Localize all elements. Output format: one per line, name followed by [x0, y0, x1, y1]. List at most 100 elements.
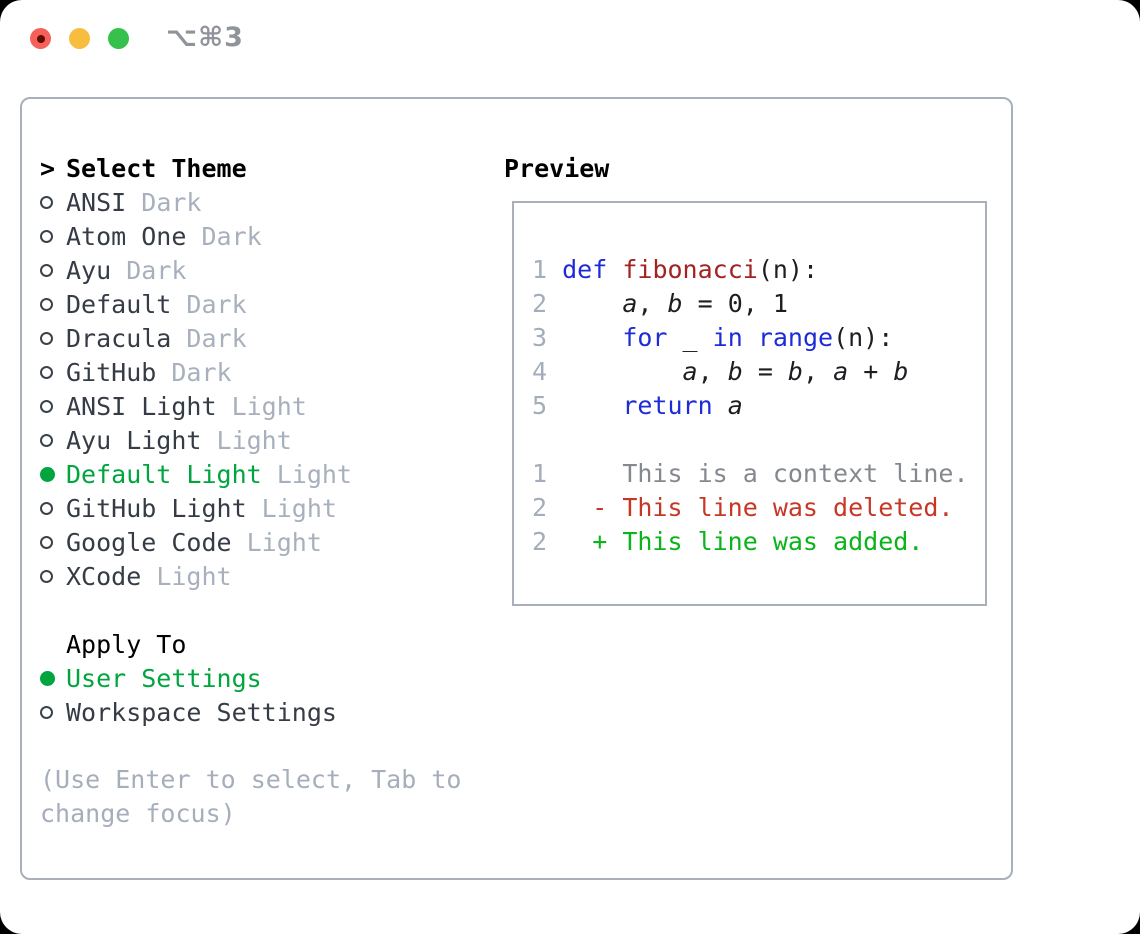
code-token-pl [607, 255, 622, 284]
hint-line-1: (Use Enter to select, Tab to [40, 765, 462, 794]
theme-item-ansi-light[interactable]: ANSI Light Light [40, 389, 461, 423]
maximize-button[interactable] [108, 28, 129, 49]
radio-icon [40, 433, 53, 447]
code-token-del: - This line was deleted. [547, 493, 954, 522]
title-bar: ⌥⌘3 [0, 0, 1140, 78]
code-line: 1 def fibonacci(n): [532, 253, 985, 287]
code-token-kw: def [562, 255, 608, 284]
apply-to-header-row: Apply To [40, 627, 461, 661]
line-number: 2 [532, 527, 548, 556]
code-line: 3 for _ in range(n): [532, 321, 985, 355]
theme-item-github-light[interactable]: GitHub Light Light [40, 491, 461, 525]
radio-icon [40, 705, 53, 719]
theme-item-variant: Light [276, 459, 352, 489]
radio-icon [40, 331, 53, 345]
theme-item-label: Atom One [66, 221, 202, 251]
theme-item-label: Dracula [66, 323, 187, 353]
theme-item-variant: Dark [141, 187, 202, 217]
code-token-var: a [622, 289, 638, 318]
line-number: 5 [532, 391, 548, 420]
radio-icon [40, 365, 53, 379]
select-theme-header: Select Theme [66, 153, 247, 183]
radio-icon [40, 195, 53, 209]
preview-header-row: Preview [504, 151, 609, 185]
theme-item-variant: Light [246, 527, 322, 557]
theme-item-label: XCode [66, 561, 157, 591]
theme-item-variant: Light [231, 391, 307, 421]
code-line: 5 return a [532, 389, 985, 423]
apply-option-user-settings[interactable]: User Settings [40, 661, 461, 695]
close-dot-icon [36, 34, 45, 43]
radio-selected-icon [40, 466, 55, 482]
code-token-pl: = [742, 357, 788, 386]
radio-icon [40, 569, 53, 583]
line-number: 4 [532, 357, 548, 386]
code-token-var: b [667, 289, 683, 318]
code-token-pl [713, 391, 728, 420]
radio-icon [40, 535, 53, 549]
code-line: 2 - This line was deleted. [532, 491, 985, 525]
theme-item-google-code[interactable]: Google Code Light [40, 525, 461, 559]
code-token-kw: range [757, 323, 834, 352]
code-line [532, 423, 985, 457]
theme-item-atom-one[interactable]: Atom One Dark [40, 219, 461, 253]
code-line: 1 This is a context line. [532, 457, 985, 491]
theme-item-ansi[interactable]: ANSI Dark [40, 185, 461, 219]
theme-item-label: GitHub Light [66, 493, 262, 523]
line-number: 1 [532, 459, 548, 488]
radio-icon [40, 501, 53, 515]
radio-icon [40, 229, 53, 243]
code-token-pl [547, 255, 562, 284]
code-token-pl: , [802, 357, 834, 386]
theme-item-label: ANSI Light [66, 391, 232, 421]
apply-option-label: Workspace Settings [66, 697, 337, 727]
preview-title: Preview [504, 153, 610, 183]
close-button[interactable] [30, 28, 51, 49]
theme-item-variant: Dark [186, 323, 247, 353]
code-token-pl: _ [667, 323, 713, 352]
code-token-pl: , [637, 289, 668, 318]
theme-item-variant: Light [261, 493, 337, 523]
theme-item-ayu[interactable]: Ayu Dark [40, 253, 461, 287]
theme-item-label: Ayu [66, 255, 127, 285]
apply-option-workspace-settings[interactable]: Workspace Settings [40, 695, 461, 729]
minimize-button[interactable] [69, 28, 90, 49]
theme-item-ayu-light[interactable]: Ayu Light Light [40, 423, 461, 457]
theme-item-default-light[interactable]: Default Light Light [40, 457, 461, 491]
theme-item-variant: Light [156, 561, 232, 591]
theme-item-variant: Dark [126, 255, 187, 285]
code-token-pl [547, 289, 622, 318]
hint-line-2: change focus) [40, 799, 236, 828]
line-number: 2 [532, 493, 548, 522]
code-token-pl [547, 357, 682, 386]
code-token-fn: fibonacci [622, 255, 758, 284]
theme-item-variant: Dark [201, 221, 262, 251]
code-token-var: a [833, 357, 849, 386]
line-number: 1 [532, 255, 548, 284]
theme-item-label: ANSI [66, 187, 142, 217]
code-token-pl: , [697, 357, 728, 386]
line-number: 2 [532, 289, 548, 318]
theme-item-github[interactable]: GitHub Dark [40, 355, 461, 389]
theme-item-dracula[interactable]: Dracula Dark [40, 321, 461, 355]
code-line: 4 a, b = b, a + b [532, 355, 985, 389]
code-token-kw: for [622, 323, 668, 352]
code-token-var: a [682, 357, 698, 386]
code-token-var: b [727, 357, 743, 386]
caret-icon: > [40, 153, 56, 183]
code-token-pl: (n): [833, 323, 894, 352]
theme-item-label: Default [66, 289, 187, 319]
radio-icon [40, 297, 53, 311]
radio-icon [40, 399, 53, 413]
code-line: 2 a, b = 0, 1 [532, 287, 985, 321]
code-token-pl: + [848, 357, 894, 386]
theme-item-xcode[interactable]: XCode Light [40, 559, 461, 593]
radio-selected-icon [40, 670, 55, 686]
theme-item-default[interactable]: Default Dark [40, 287, 461, 321]
